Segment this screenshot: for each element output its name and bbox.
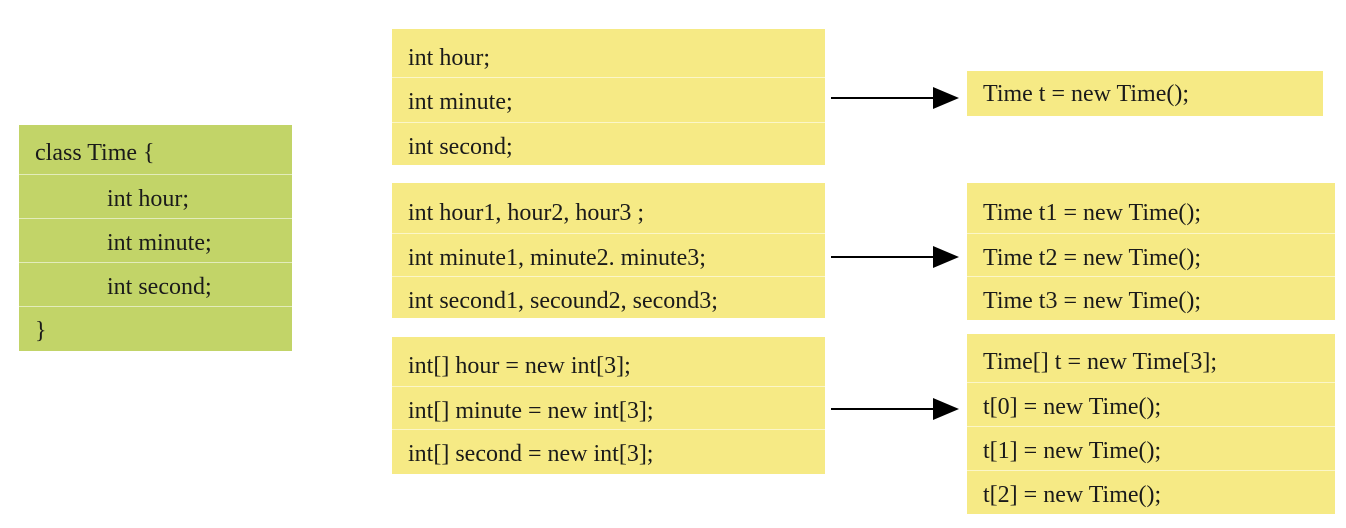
object-array-line: t[1] = new Time(); xyxy=(967,426,1335,474)
class-time-box: class Time { int hour; int minute; int s… xyxy=(19,125,292,351)
object-single-line: Time t = new Time(); xyxy=(983,81,1190,107)
object-array-box: Time[] t = new Time[3]; t[0] = new Time(… xyxy=(967,334,1335,514)
object-array-line: t[2] = new Time(); xyxy=(967,470,1335,518)
object-array-line: t[0] = new Time(); xyxy=(967,382,1335,430)
arrow-right-icon xyxy=(831,245,959,269)
fields-single-line: int second; xyxy=(392,122,825,170)
fields-single-line: int minute; xyxy=(392,77,825,125)
fields-single-line: int hour; xyxy=(408,45,490,71)
object-multi-box: Time t1 = new Time(); Time t2 = new Time… xyxy=(967,183,1335,320)
fields-multi-line: int minute1, minute2. minute3; xyxy=(392,233,825,281)
object-single-box: Time t = new Time(); xyxy=(967,71,1323,116)
fields-single-box: int hour; int minute; int second; xyxy=(392,29,825,165)
object-array-line: Time[] t = new Time[3]; xyxy=(983,349,1217,375)
class-field-second: int second; xyxy=(19,262,292,310)
fields-multi-line: int second1, secound2, second3; xyxy=(392,276,825,324)
fields-array-line: int[] second = new int[3]; xyxy=(392,429,825,477)
object-multi-line: Time t1 = new Time(); xyxy=(983,200,1202,226)
arrow-right-icon xyxy=(831,86,959,110)
fields-multi-line: int hour1, hour2, hour3 ; xyxy=(408,200,644,226)
object-multi-line: Time t3 = new Time(); xyxy=(967,276,1335,324)
object-multi-line: Time t2 = new Time(); xyxy=(967,233,1335,281)
class-field-minute: int minute; xyxy=(19,218,292,266)
fields-array-box: int[] hour = new int[3]; int[] minute = … xyxy=(392,337,825,474)
fields-array-line: int[] minute = new int[3]; xyxy=(392,386,825,434)
class-closing-brace: } xyxy=(19,306,292,354)
fields-multi-box: int hour1, hour2, hour3 ; int minute1, m… xyxy=(392,183,825,318)
class-header-line: class Time { xyxy=(35,140,155,166)
arrow-right-icon xyxy=(831,397,959,421)
class-field-hour: int hour; xyxy=(19,174,292,222)
fields-array-line: int[] hour = new int[3]; xyxy=(408,353,631,379)
